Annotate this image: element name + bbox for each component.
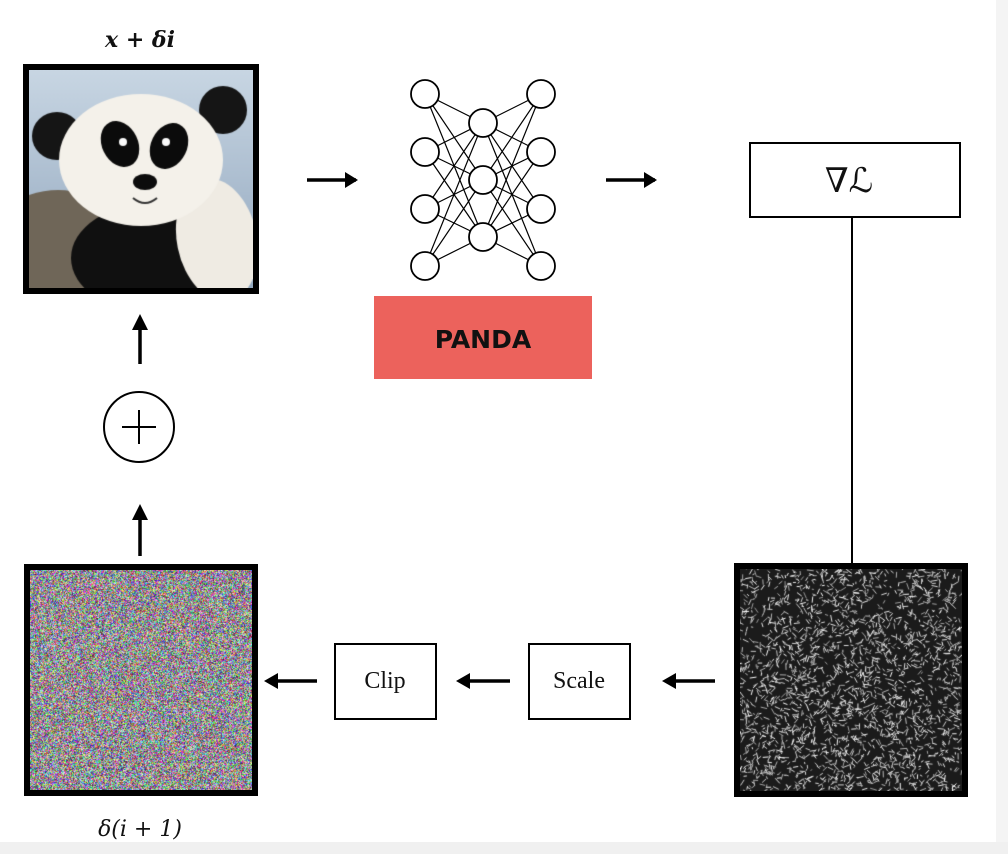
network-node (468, 222, 498, 252)
gradient-label: ∇ℒ (825, 161, 873, 201)
input-image-label: x + δi (104, 27, 175, 53)
network-edge (482, 93, 542, 238)
gradient-noise-frame (734, 563, 968, 797)
network-edge (482, 93, 542, 181)
circled-plus-icon (103, 391, 175, 463)
network-node (526, 79, 556, 109)
scale-label: Scale (553, 668, 605, 694)
model-label: PANDA (435, 325, 532, 354)
arrow-image-to-model (307, 172, 358, 188)
arrow-noise-to-scale (662, 673, 715, 689)
arrow-clip-to-perturbation (264, 673, 317, 689)
arrow-perturbation-to-add (132, 504, 148, 556)
network-edge (424, 179, 484, 267)
panda-input-image (29, 70, 253, 288)
network-node (410, 137, 440, 167)
network-node (468, 165, 498, 195)
network-edge (424, 122, 484, 210)
network-node (526, 137, 556, 167)
model-box (374, 296, 592, 379)
arrow-scale-to-clip (456, 673, 510, 689)
right-margin-strip (996, 0, 1008, 854)
input-image-frame (23, 64, 259, 294)
color-noise-image (30, 570, 252, 790)
network-node (526, 251, 556, 281)
network-node (526, 194, 556, 224)
gradient-box (749, 142, 961, 218)
arrow-add-to-image (132, 314, 148, 364)
bottom-margin-strip (0, 842, 1008, 854)
perturbation-frame (24, 564, 258, 796)
arrow-model-to-gradient (606, 172, 657, 188)
network-node (410, 251, 440, 281)
network-node (410, 79, 440, 109)
network-edge (424, 122, 484, 267)
network-node (468, 108, 498, 138)
network-edge (482, 151, 542, 238)
scale-box (528, 643, 631, 720)
network-node (410, 194, 440, 224)
gradient-noise-image (740, 569, 962, 791)
clip-label: Clip (364, 668, 405, 694)
perturbation-label: δ(i + 1) (98, 817, 182, 842)
neural-network-icon (410, 79, 556, 281)
clip-box (334, 643, 437, 720)
